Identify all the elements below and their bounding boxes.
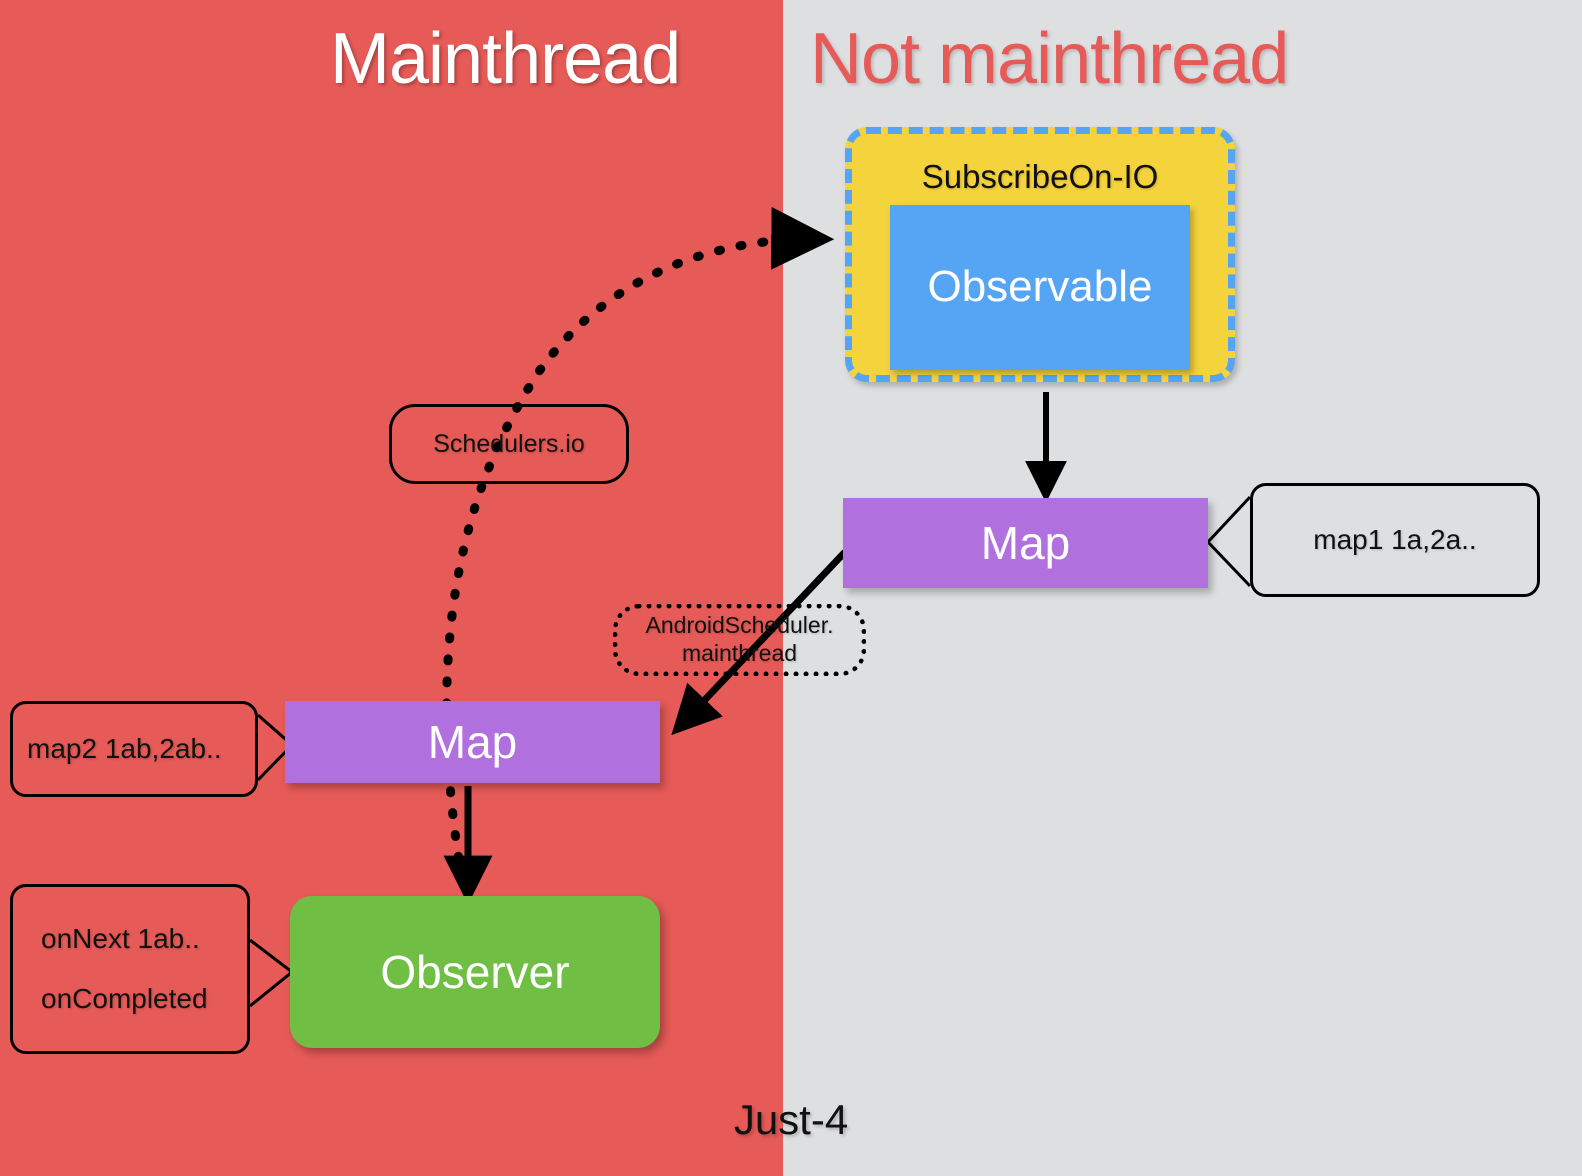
observable-box[interactable]: Observable <box>890 204 1190 370</box>
callout-map2: map2 1ab,2ab.. <box>10 701 258 797</box>
callout-map2-body: map2 1ab,2ab.. <box>10 701 258 797</box>
scheduler-android-mainthread-pill[interactable]: AndroidScheduler. mainthread <box>613 604 866 676</box>
diagram-caption: Just-4 <box>733 1096 849 1143</box>
callout-map1-text: map1 1a,2a.. <box>1313 524 1477 555</box>
observer-box[interactable]: Observer <box>290 896 660 1048</box>
pane-title-mainthread: Mainthread <box>330 19 681 99</box>
map-box-right[interactable]: Map <box>843 498 1208 588</box>
callout-observer-body: onNext 1ab.. onCompleted <box>10 884 250 1054</box>
callout-observer-oncompleted: onCompleted <box>41 983 208 1014</box>
callout-observer-onnext: onNext 1ab.. <box>41 923 200 954</box>
callout-observer: onNext 1ab.. onCompleted <box>10 884 250 1054</box>
callout-map1: map1 1a,2a.. <box>1250 483 1540 597</box>
subscribe-on-io-label: SubscribeOn-IO <box>921 157 1159 195</box>
scheduler-android-line1: AndroidScheduler. <box>645 612 834 639</box>
scheduler-io-pill[interactable]: Schedulers.io <box>389 404 629 484</box>
subscribe-on-io-group[interactable]: SubscribeOn-IO Observable <box>845 127 1235 382</box>
callout-map1-body: map1 1a,2a.. <box>1250 483 1540 597</box>
pane-title-not-mainthread: Not mainthread <box>810 19 1289 99</box>
callout-map2-text: map2 1ab,2ab.. <box>27 733 222 764</box>
map-box-left[interactable]: Map <box>285 701 660 783</box>
scheduler-android-line2: mainthread <box>681 640 798 666</box>
